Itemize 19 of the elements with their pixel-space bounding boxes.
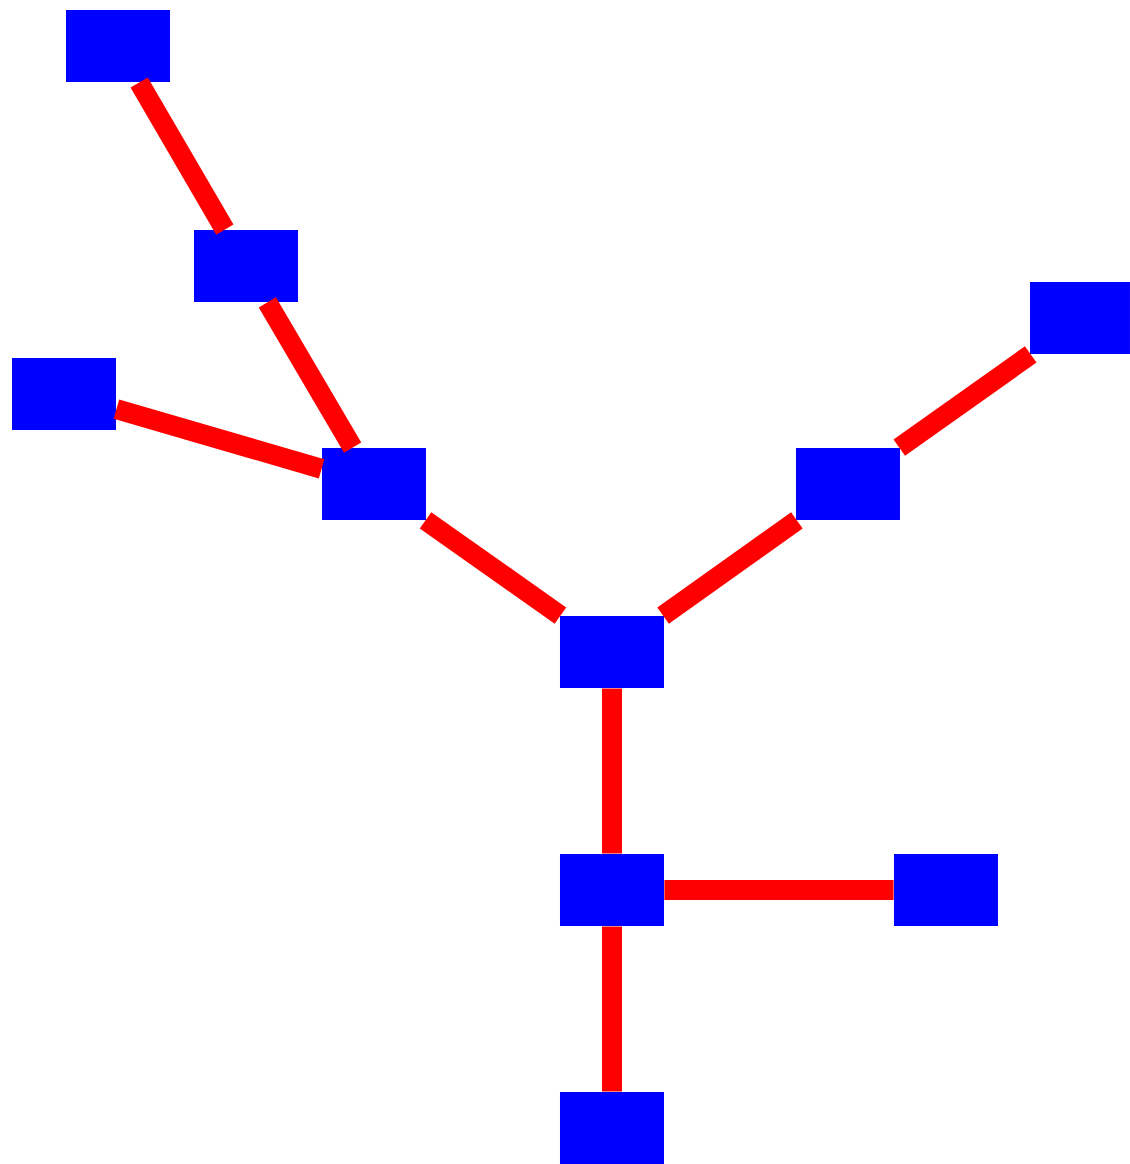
connector-line — [602, 926, 622, 1092]
connector-line — [258, 297, 362, 453]
connector-line — [113, 399, 325, 479]
box — [560, 616, 664, 688]
box — [560, 1092, 664, 1164]
connector-line — [419, 512, 567, 624]
box — [1030, 282, 1130, 354]
box — [894, 854, 998, 926]
box — [796, 448, 900, 520]
connector-line — [130, 77, 234, 235]
box — [322, 448, 426, 520]
box — [194, 230, 298, 302]
connector-line — [657, 512, 803, 624]
box — [12, 358, 116, 430]
box — [66, 10, 170, 82]
connector-line — [664, 880, 894, 900]
connector-line — [893, 346, 1037, 456]
box — [560, 854, 664, 926]
connector-line — [602, 688, 622, 854]
